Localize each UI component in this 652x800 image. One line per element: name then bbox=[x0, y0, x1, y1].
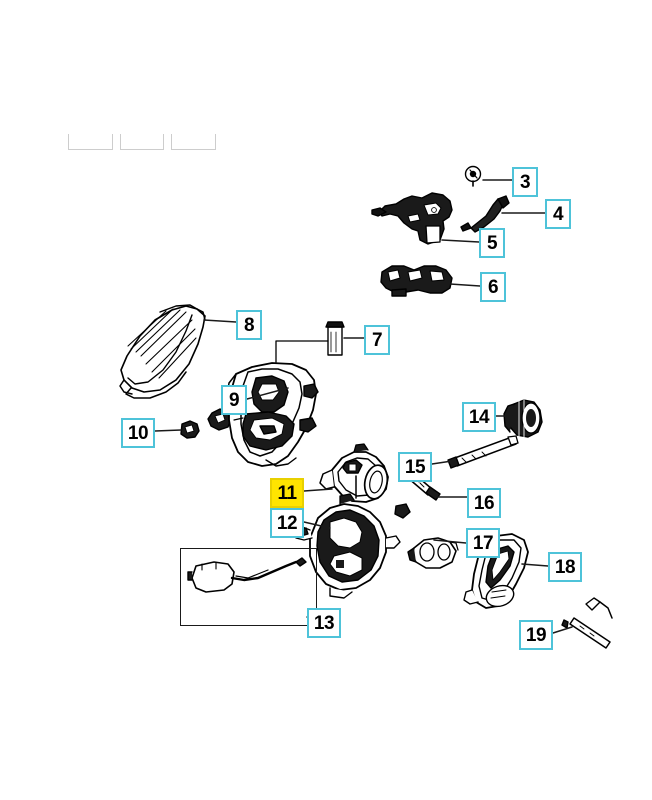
part-13-detail-contents bbox=[187, 557, 307, 593]
top-bracket-2 bbox=[119, 134, 165, 150]
part-4-linkage-rod bbox=[460, 195, 510, 233]
leader-5 bbox=[441, 239, 480, 243]
callout-18[interactable]: 18 bbox=[548, 552, 582, 582]
part-15-long-bolt bbox=[447, 435, 519, 469]
leader-8 bbox=[203, 319, 237, 323]
detail-inset-box bbox=[180, 548, 317, 626]
part-12-carburetor bbox=[293, 493, 401, 599]
leader-6 bbox=[449, 283, 481, 287]
callout-17[interactable]: 17 bbox=[466, 528, 500, 558]
part-10-nut bbox=[180, 420, 200, 439]
part-3-screw bbox=[464, 165, 482, 187]
leader-10 bbox=[154, 429, 182, 432]
part-7-bolt bbox=[325, 321, 345, 356]
callout-15[interactable]: 15 bbox=[398, 452, 432, 482]
leader-17 bbox=[433, 539, 467, 544]
callout-12[interactable]: 12 bbox=[270, 508, 304, 538]
part-5-throttle-assembly bbox=[371, 192, 453, 245]
part-19-pin-rod bbox=[561, 617, 611, 649]
callout-13[interactable]: 13 bbox=[307, 608, 341, 638]
callout-11[interactable]: 11 bbox=[270, 478, 304, 508]
part-extra-rod-fragment bbox=[585, 597, 613, 619]
callout-6[interactable]: 6 bbox=[480, 272, 506, 302]
part-17-intake-gasket bbox=[407, 537, 459, 569]
top-bracket-row bbox=[68, 134, 217, 150]
callout-14[interactable]: 14 bbox=[462, 402, 496, 432]
leader-7-to-housing bbox=[275, 340, 329, 363]
part-6-cable-guide-bracket bbox=[380, 265, 453, 297]
callout-10[interactable]: 10 bbox=[121, 418, 155, 448]
part-14-air-intake-boot bbox=[503, 399, 543, 438]
callout-5[interactable]: 5 bbox=[479, 228, 505, 258]
top-bracket-3 bbox=[171, 134, 217, 150]
part-11-intake-manifold bbox=[319, 443, 389, 503]
callout-7[interactable]: 7 bbox=[364, 325, 390, 355]
leader-15 bbox=[431, 460, 453, 465]
part-throttle-body-housing bbox=[226, 362, 319, 467]
leader-12 bbox=[303, 521, 331, 529]
callout-19[interactable]: 19 bbox=[519, 620, 553, 650]
leader-19 bbox=[552, 626, 573, 634]
callout-16[interactable]: 16 bbox=[467, 488, 501, 518]
leader-lines bbox=[154, 179, 573, 634]
part-small-bolt-head bbox=[394, 503, 411, 519]
leader-9 bbox=[246, 387, 289, 400]
leader-18 bbox=[521, 563, 549, 567]
leader-11 bbox=[303, 488, 333, 492]
top-bracket-1 bbox=[68, 134, 113, 150]
part-8-air-filter bbox=[119, 304, 206, 399]
callout-3[interactable]: 3 bbox=[512, 167, 538, 197]
callout-4[interactable]: 4 bbox=[545, 199, 571, 229]
callout-9[interactable]: 9 bbox=[221, 385, 247, 415]
callout-8[interactable]: 8 bbox=[236, 310, 262, 340]
